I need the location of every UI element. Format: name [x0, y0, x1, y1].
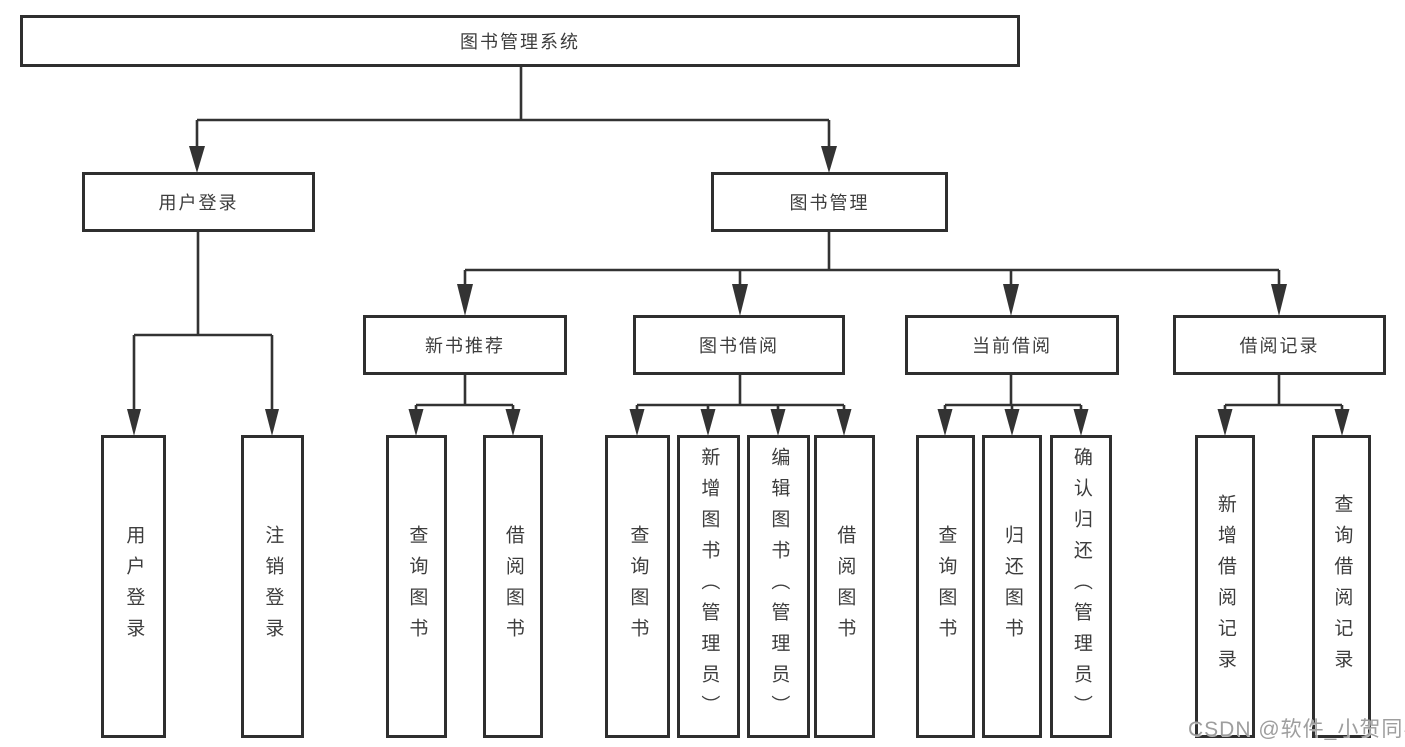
- leaf-user-login: 用户登录: [101, 435, 166, 738]
- leaf-edit-book-admin: 编辑图书（管理员）: [747, 435, 810, 738]
- leaf-add-borrow-record: 新增借阅记录: [1195, 435, 1255, 738]
- leaf-add-book-admin: 新增图书（管理员）: [677, 435, 740, 738]
- csdn-watermark: CSDN @软件_小贺同学: [1188, 718, 1405, 741]
- node-current-borrowing: 当前借阅: [905, 315, 1119, 375]
- node-borrow-records: 借阅记录: [1173, 315, 1386, 375]
- leaf-query-borrow-record: 查询借阅记录: [1312, 435, 1371, 738]
- node-new-book-recommend: 新书推荐: [363, 315, 567, 375]
- node-library-management-system: 图书管理系统: [20, 15, 1020, 67]
- leaf-query-books-recommend: 查询图书: [386, 435, 447, 738]
- leaf-query-books-current: 查询图书: [916, 435, 975, 738]
- leaf-logout: 注销登录: [241, 435, 304, 738]
- arrowheads: [127, 146, 1350, 436]
- leaf-query-books-borrow: 查询图书: [605, 435, 670, 738]
- leaf-return-books: 归还图书: [982, 435, 1042, 738]
- leaf-borrow-books: 借阅图书: [814, 435, 875, 738]
- leaf-borrow-books-recommend: 借阅图书: [483, 435, 543, 738]
- node-book-borrowing: 图书借阅: [633, 315, 845, 375]
- node-user-login: 用户登录: [82, 172, 315, 232]
- leaf-confirm-return-admin: 确认归还（管理员）: [1050, 435, 1112, 738]
- node-book-management: 图书管理: [711, 172, 948, 232]
